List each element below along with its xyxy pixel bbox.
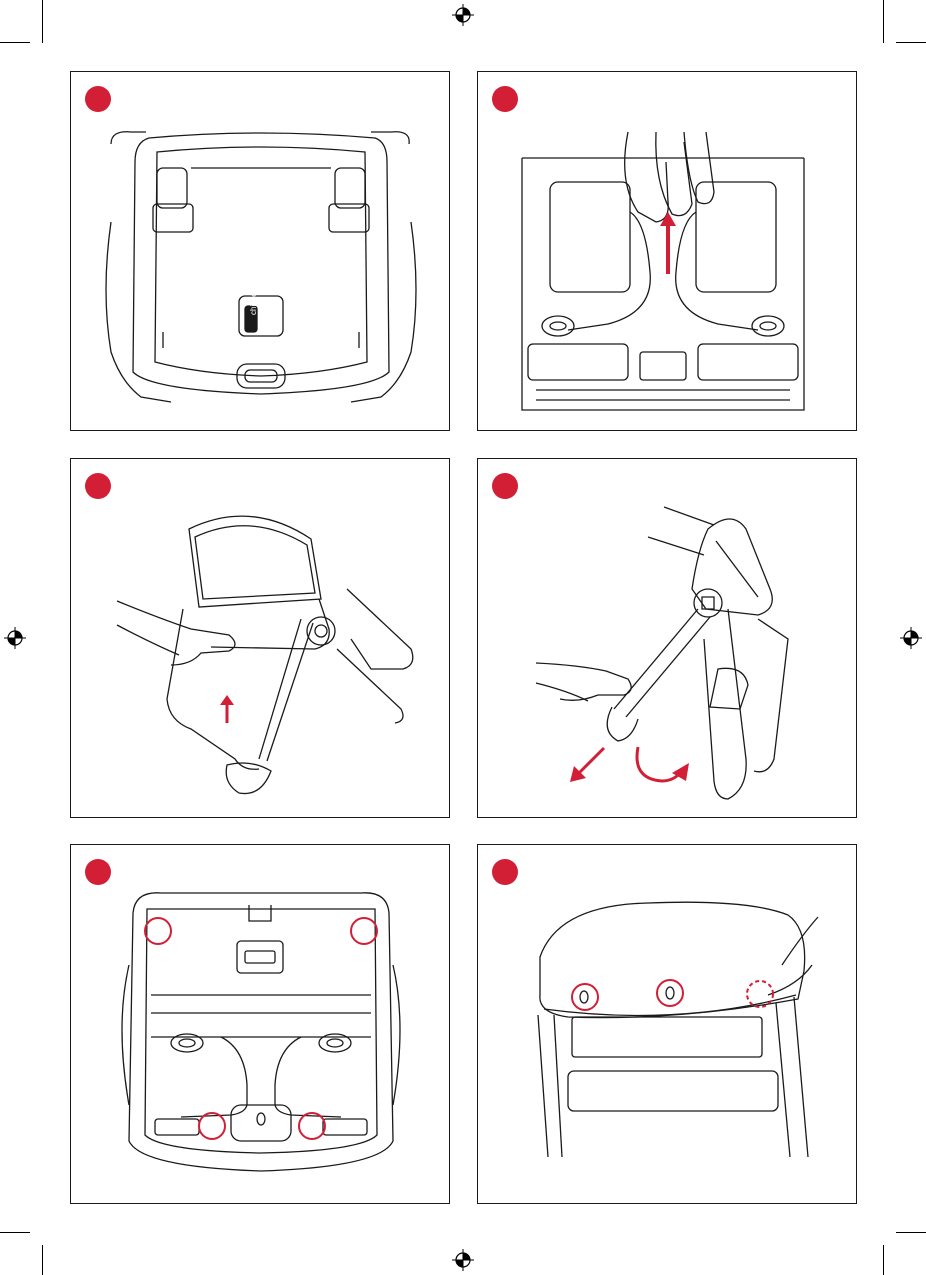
- registration-mark-icon: [452, 1249, 474, 1271]
- panel-step-2: [477, 71, 857, 431]
- panel-step-1: chicco: [70, 71, 450, 431]
- registration-mark-icon: [4, 627, 26, 649]
- seat-attachment-illustration: [71, 845, 450, 1204]
- seat-lift-illustration: [71, 459, 450, 818]
- crop-mark: [42, 0, 43, 43]
- tray-side-illustration: [478, 845, 857, 1204]
- highlight-circle-icon: [655, 978, 685, 1008]
- curved-arrow-icon: [632, 743, 690, 791]
- crop-mark: [896, 42, 926, 43]
- highlight-circle-icon: [297, 1111, 327, 1141]
- highlight-circle-icon: [745, 979, 775, 1009]
- crop-mark: [896, 1232, 926, 1233]
- panel-step-4: [477, 458, 857, 818]
- up-arrow-icon: [220, 695, 234, 723]
- highlight-circle-icon: [197, 1111, 227, 1141]
- crop-mark: [0, 1232, 30, 1233]
- highlight-circle-icon: [349, 916, 379, 946]
- up-arrow-icon: [660, 212, 676, 274]
- crop-mark: [42, 1245, 43, 1275]
- chicco-logo: chicco: [249, 292, 258, 315]
- registration-mark-icon: [452, 4, 474, 26]
- panel-step-3: [70, 458, 450, 818]
- highlight-circle-icon: [570, 982, 600, 1012]
- registration-mark-icon: [900, 627, 922, 649]
- down-left-arrow-icon: [568, 744, 608, 784]
- panel-step-6: [477, 844, 857, 1204]
- seat-underside-illustration: chicco: [71, 72, 450, 431]
- panel-step-5: [70, 844, 450, 1204]
- crop-mark: [883, 0, 884, 43]
- crop-mark: [0, 42, 30, 43]
- crop-mark: [883, 1245, 884, 1275]
- highlight-circle-icon: [143, 916, 173, 946]
